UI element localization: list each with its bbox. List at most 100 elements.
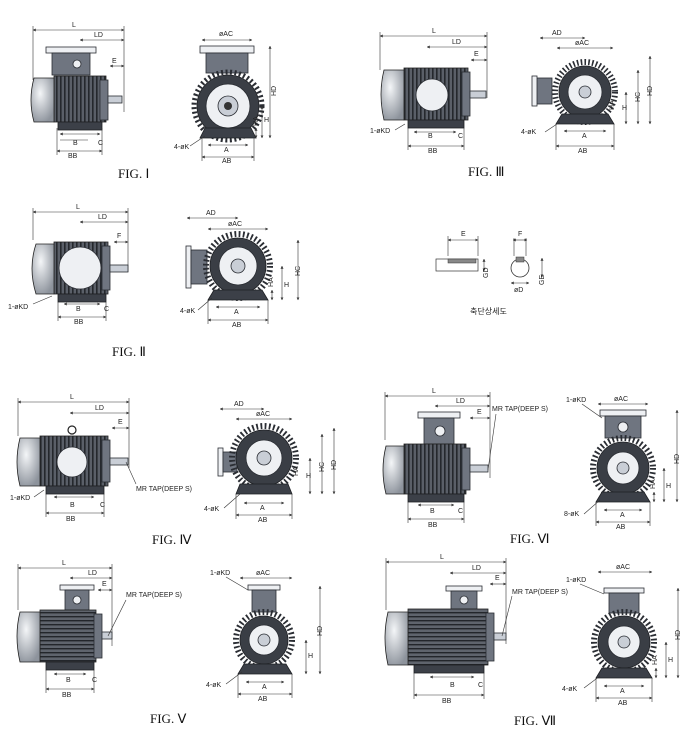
fig4-dim-a: A <box>260 505 265 512</box>
fig1-dim-hd: HD <box>271 86 278 96</box>
fig6-dim-k: 8-øK <box>564 511 580 518</box>
fig4-dim-e: E <box>118 419 123 426</box>
fig6-dim-c: C <box>458 508 463 515</box>
fig5-dim-a: A <box>262 684 267 691</box>
fig3-dim-kd: 1-øKD <box>370 128 390 135</box>
fig1-side-view: L LD E B C BB <box>30 22 125 160</box>
fig7-front-view: 1-øKD øAC HD H HA A AB 4-øK <box>562 564 682 707</box>
fig5-dim-b: B <box>66 677 71 684</box>
fig4-dim-c: C <box>100 502 105 509</box>
fig5-dim-bb: BB <box>62 692 72 699</box>
fig7-dim-bb: BB <box>442 698 452 705</box>
fig4-dim-ab: AB <box>258 517 268 524</box>
fig2-dim-h: H <box>284 282 289 289</box>
fig4-dim-bb: BB <box>66 516 76 523</box>
fig6-dim-hd: HD <box>674 454 681 464</box>
fig5-dim-kd: 1-øKD <box>210 570 230 577</box>
fig7-dim-kd: 1-øKD <box>566 577 586 584</box>
fig1-dim-h: H <box>264 117 269 124</box>
shaft-end-detail: E GD F øD GE 축단상세도 <box>435 231 546 316</box>
fig7-dim-l: L <box>440 554 444 561</box>
shaft-label-f: F <box>518 231 522 238</box>
fig4-dim-l: L <box>70 394 74 401</box>
fig6-dim-l: L <box>432 388 436 395</box>
fig7-dim-a: A <box>620 688 625 695</box>
fig4-dim-kd: 1-øKD <box>10 495 30 502</box>
fig6-dim-ab: AB <box>616 524 626 531</box>
fig1-dim-bb: BB <box>68 153 78 160</box>
fig7-mr-tap: MR TAP(DEEP S) <box>512 589 568 596</box>
fig1-dim-l: L <box>72 22 76 29</box>
fig4-dim-ha: HA <box>293 466 300 476</box>
fig5-dim-ld: LD <box>88 570 97 577</box>
fig2-dim-ha: HA <box>268 277 275 287</box>
fig4-caption: FIG. Ⅳ <box>152 532 191 547</box>
fig7-caption: FIG. Ⅶ <box>514 713 556 728</box>
fig4-side-view: L LD E B C BB 1-øKD MR TAP(DEEP S) <box>10 394 192 523</box>
fig4-front-view: AD øAC HD HC H HA A AB 4-øK <box>204 401 338 524</box>
fig7-dim-ab: AB <box>618 700 628 707</box>
fig6-dim-bb: BB <box>428 522 438 529</box>
fig7-dim-ac: øAC <box>616 564 630 571</box>
shaft-detail-caption: 축단상세도 <box>470 306 507 316</box>
fig7-dim-h: H <box>668 657 673 664</box>
fig1-dim-b: B <box>73 140 78 147</box>
fig3-dim-ab: AB <box>578 148 588 155</box>
fig6-dim-h: H <box>666 483 671 490</box>
fig3-dim-ac: øAC <box>575 40 589 47</box>
fig4-dim-h: H <box>306 473 311 480</box>
fig7-dim-ld: LD <box>472 565 481 572</box>
shaft-label-gd: GD <box>483 268 490 279</box>
fig4-dim-ac: øAC <box>256 411 270 418</box>
fig6-front-view: øAC 1-øKD HD H HA A AB 8-øK <box>564 396 681 531</box>
fig5-dim-l: L <box>62 560 66 567</box>
fig3-front-view: AD øAC HD HC H HA A AB 4-øK <box>521 30 654 155</box>
fig3-dim-b: B <box>428 133 433 140</box>
fig3-dim-bb: BB <box>428 148 438 155</box>
fig4-mr-tap: MR TAP(DEEP S) <box>136 486 192 493</box>
fig7-dim-ha: HA <box>652 655 659 665</box>
fig6-dim-kd: 1-øKD <box>566 397 586 404</box>
fig5-side-view: L LD E B C BB MR TAP(DEEP S) <box>16 560 182 699</box>
fig2-dim-a: A <box>234 309 239 316</box>
fig6-caption: FIG. Ⅵ <box>510 531 549 546</box>
fig2-dim-c: C <box>104 306 109 313</box>
fig1-dim-ac: øAC <box>219 31 233 38</box>
fig1-dim-c: C <box>98 140 103 147</box>
fig4-dim-k: 4-øK <box>204 506 220 513</box>
fig3-caption: FIG. Ⅲ <box>468 164 504 179</box>
fig2-dim-kd: 1-øKD <box>8 304 28 311</box>
fig5-caption: FIG. Ⅴ <box>150 711 186 726</box>
fig1-caption: FIG. Ⅰ <box>118 166 149 181</box>
fig1-dim-ab: AB <box>222 158 232 165</box>
fig4-dim-hd: HD <box>331 460 338 470</box>
fig7-side-view: L LD E B C BB MR TAP(DEEP S) <box>384 554 568 705</box>
fig2-dim-f: F <box>117 233 121 240</box>
fig7-dim-b: B <box>450 682 455 689</box>
fig1-dim-ha: HA <box>253 116 260 126</box>
fig3-dim-k: 4-øK <box>521 129 537 136</box>
fig7-dim-k: 4-øK <box>562 686 578 693</box>
fig2-dim-ad: AD <box>206 210 216 217</box>
fig2-front-view: AD øAC HC HA H A AB 4-øK <box>180 210 302 329</box>
fig3-dim-l: L <box>432 28 436 35</box>
fig2-dim-ab: AB <box>232 322 242 329</box>
fig2-dim-bb: BB <box>74 319 84 326</box>
fig6-dim-ha: HA <box>650 479 657 489</box>
fig2-dim-b: B <box>76 306 81 313</box>
fig1-dim-a: A <box>224 147 229 154</box>
fig2-dim-ld: LD <box>98 214 107 221</box>
fig6-dim-e: E <box>477 409 482 416</box>
fig5-dim-c: C <box>92 677 97 684</box>
fig3-dim-h: H <box>622 105 627 112</box>
fig3-dim-a: A <box>582 133 587 140</box>
fig3-dim-hd: HD <box>647 86 654 96</box>
fig5-dim-hd: HD <box>317 626 324 636</box>
fig3-dim-e: E <box>474 51 479 58</box>
fig2-dim-hc: HC <box>295 266 302 276</box>
fig2-dim-ac: øAC <box>228 221 242 228</box>
fig1-dim-k: 4-øK <box>174 144 190 151</box>
fig1-front-view: øAC HD H HA A AB 4-øK <box>174 31 278 165</box>
fig6-dim-a: A <box>620 512 625 519</box>
